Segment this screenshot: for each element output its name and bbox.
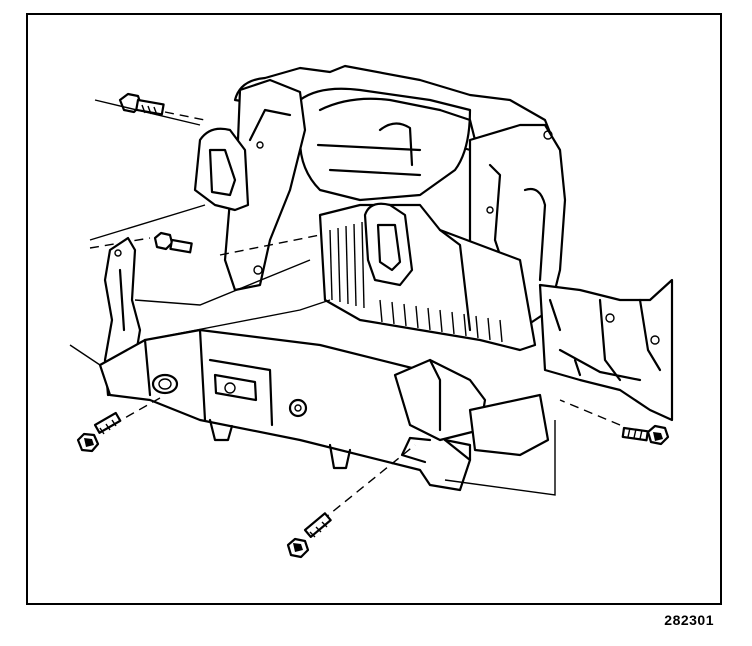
guide-line-bracket — [134, 259, 311, 306]
guide-line-top — [94, 99, 201, 126]
right-structure — [538, 278, 674, 422]
left-duct-bracket — [193, 78, 307, 292]
guide-line-bracket-lower — [144, 299, 331, 341]
finned-core-block — [318, 202, 537, 352]
bolt-right — [621, 424, 670, 446]
guide-line-top-left — [89, 204, 206, 241]
figure-id-number: 282301 — [664, 612, 714, 628]
leader-line-right — [559, 399, 621, 426]
leader-line-center — [219, 234, 321, 256]
leader-line-left-lower — [99, 397, 161, 433]
bolt-lower-left — [76, 411, 122, 453]
bolt-mid-left — [153, 231, 193, 254]
front-block — [393, 358, 550, 457]
bolt-bottom-center — [286, 512, 332, 559]
leader-line-top-left — [164, 111, 206, 121]
lower-mounting-rail — [98, 328, 472, 492]
guide-line-lower-right — [444, 420, 556, 496]
guide-line-left — [69, 344, 101, 366]
